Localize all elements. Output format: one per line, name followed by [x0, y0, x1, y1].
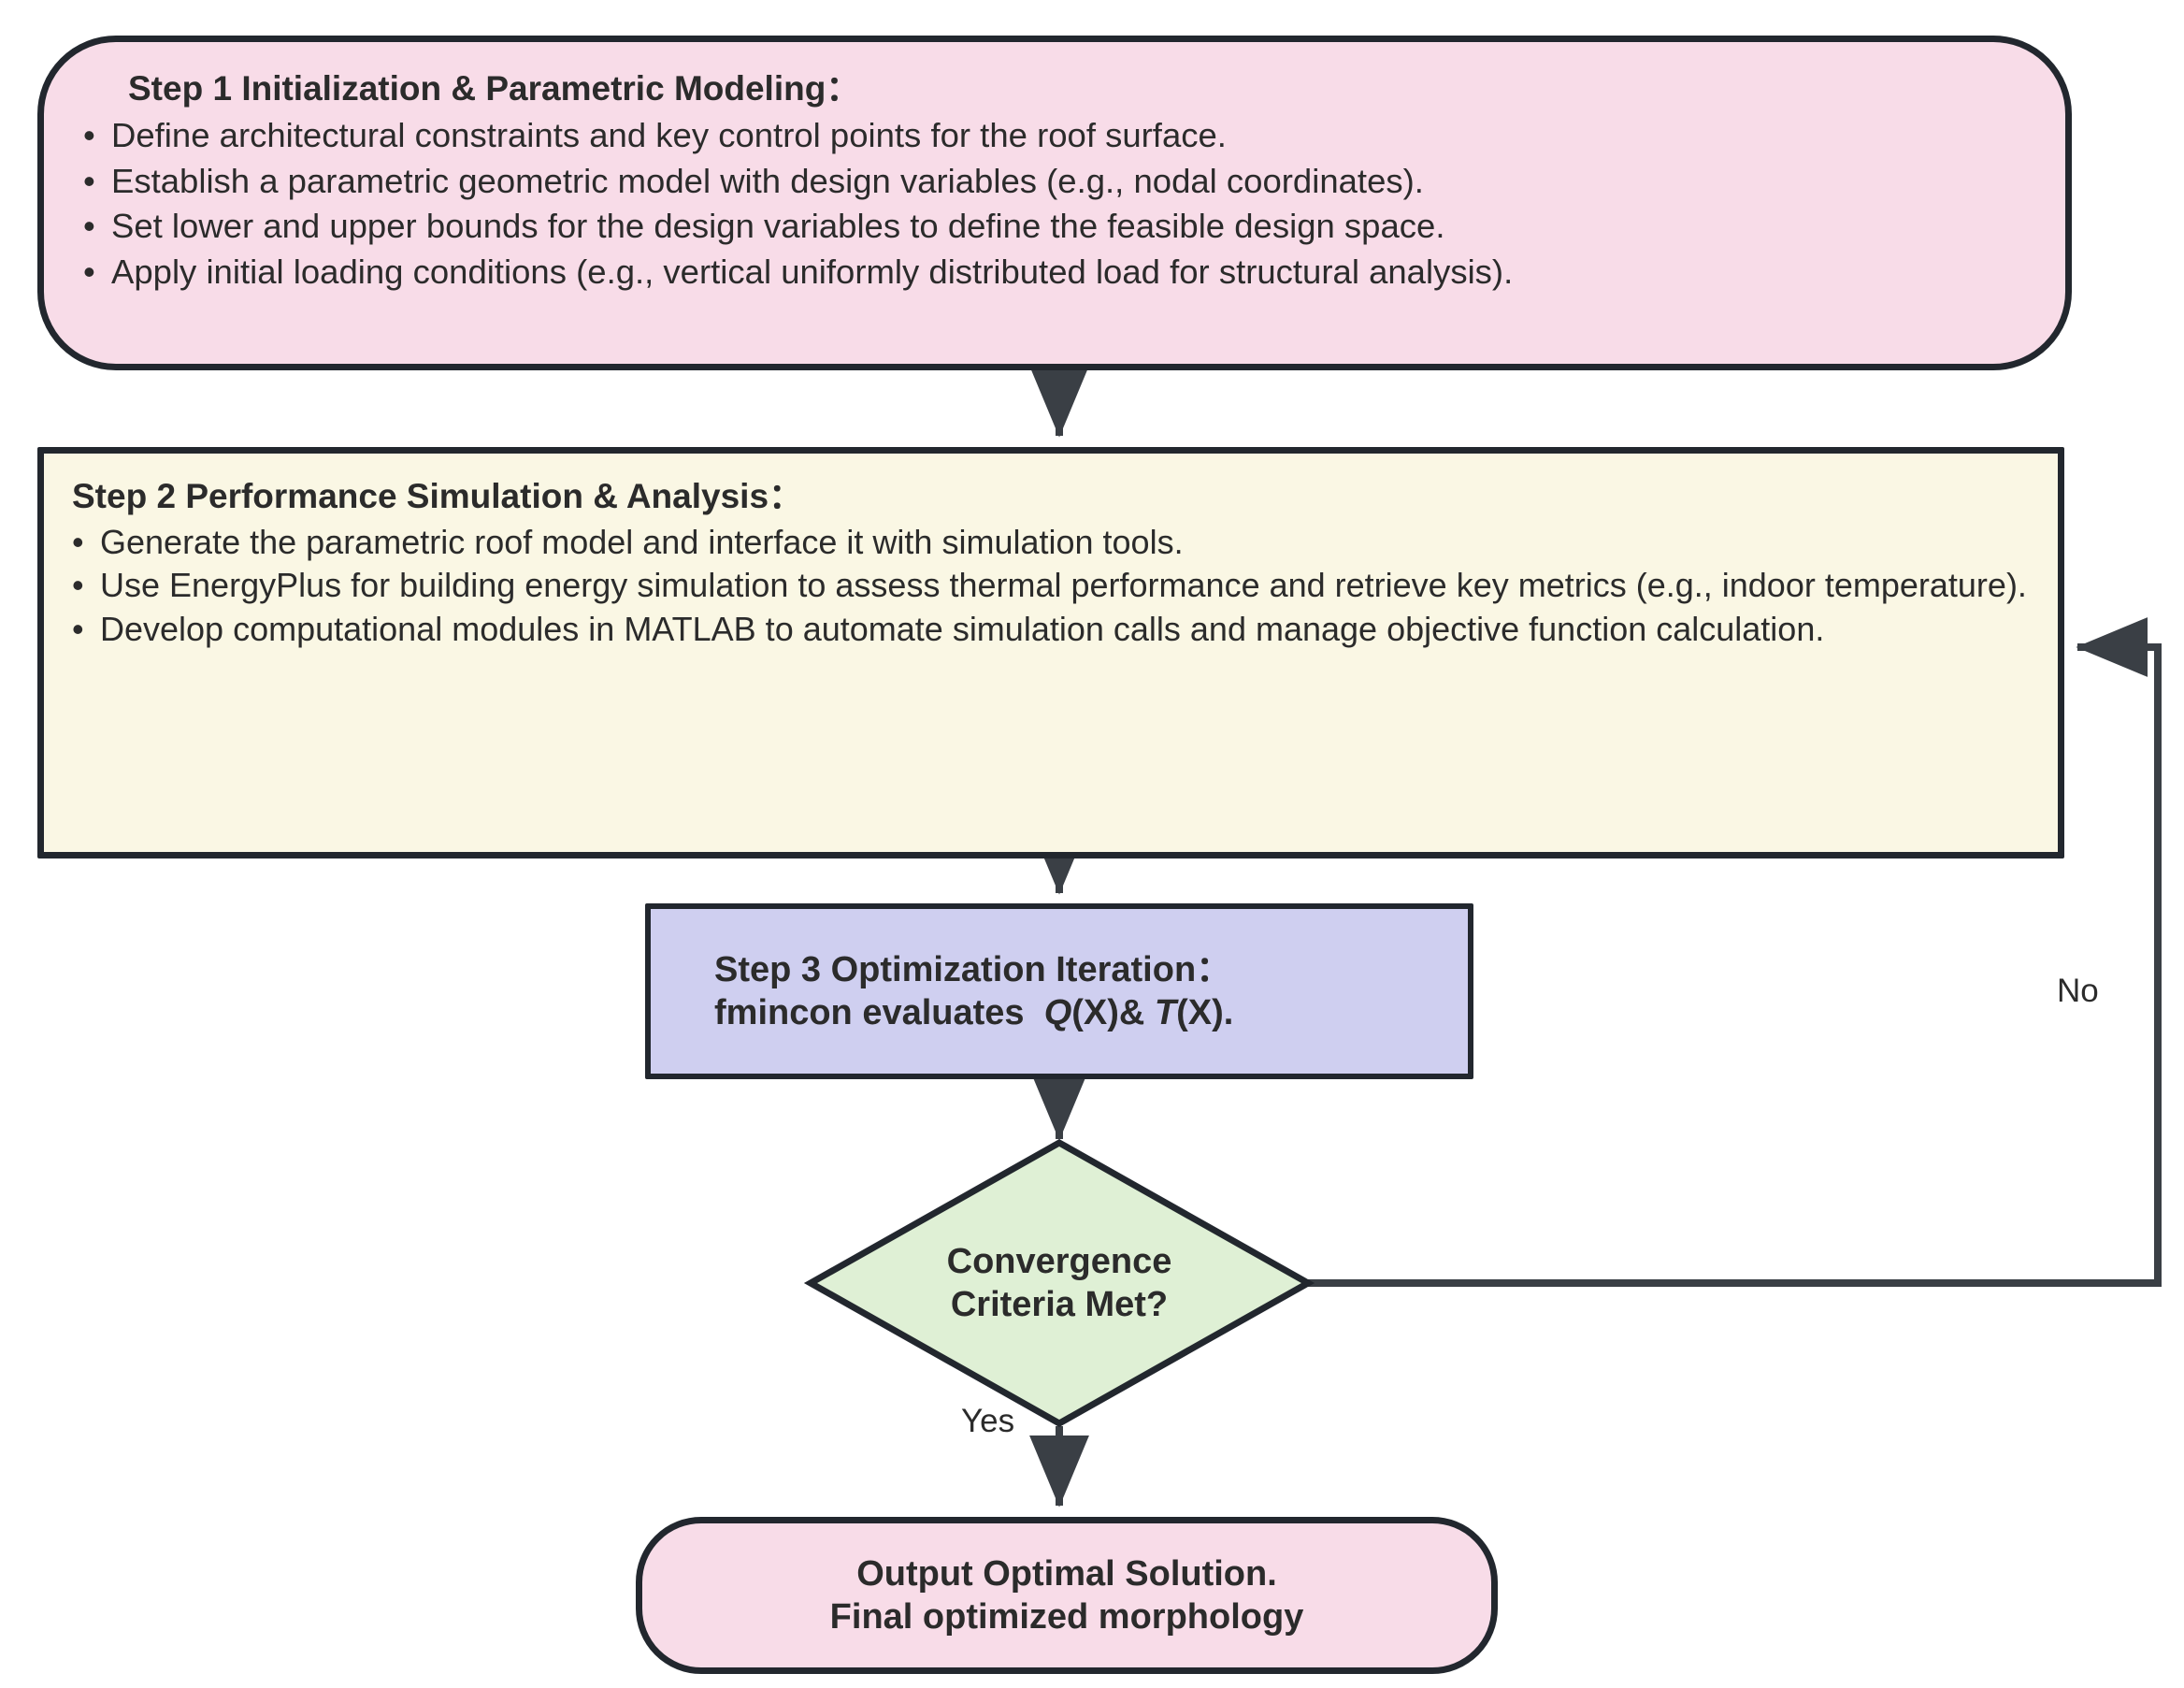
objective-q-arg: (X)& — [1071, 993, 1145, 1032]
list-item-text: Use EnergyPlus for building energy simul… — [100, 566, 2027, 605]
step3-fmincon-text: fmincon evaluates — [714, 993, 1025, 1032]
list-item-text: Set lower and upper bounds for the desig… — [111, 207, 1445, 246]
list-item: • Establish a parametric geometric model … — [83, 159, 2028, 205]
list-item-text: Establish a parametric geometric model w… — [111, 161, 1424, 200]
list-item-text: Develop computational modules in MATLAB … — [100, 610, 1825, 649]
bullet-glyph: • — [83, 252, 95, 292]
step2-title: Step 2 Performance Simulation & Analysis… — [72, 477, 804, 515]
step1-title: Step 1 Initialization & Parametric Model… — [128, 69, 861, 108]
output-line2: Final optimized morphology — [829, 1597, 1304, 1637]
bullet-glyph: • — [72, 566, 84, 605]
list-item: • Develop computational modules in MATLAB… — [72, 608, 2030, 652]
bullet-glyph: • — [72, 610, 84, 649]
list-item: • Define architectural constraints and ke… — [83, 113, 2028, 159]
objective-symbol-t: T — [1154, 993, 1177, 1032]
step3-box: Step 3 Optimization Iteration： fmincon e… — [645, 903, 1473, 1079]
list-item: • Set lower and upper bounds for the desi… — [83, 204, 2028, 250]
bullet-glyph: • — [83, 161, 95, 200]
step1-box: Step 1 Initialization & Parametric Model… — [37, 36, 2072, 370]
decision-label: Convergence Criteria Met? — [811, 1208, 1308, 1358]
list-item-text: Apply initial loading conditions (e.g., … — [111, 252, 1514, 292]
list-item: • Apply initial loading conditions (e.g.,… — [83, 250, 2028, 296]
edge-label-yes: Yes — [961, 1403, 1015, 1439]
list-item: • Generate the parametric roof model and … — [72, 521, 2030, 565]
bullet-glyph: • — [83, 207, 95, 246]
decision-line1: Convergence — [946, 1241, 1172, 1281]
step1-bullet-list: • Define architectural constraints and ke… — [83, 113, 2028, 296]
objective-t-arg: (X). — [1176, 993, 1234, 1032]
arrow-decision-no-feedback — [1308, 617, 2162, 1287]
step2-box: Step 2 Performance Simulation & Analysis… — [37, 447, 2064, 858]
list-item-text: Generate the parametric roof model and i… — [100, 522, 1184, 561]
bullet-glyph: • — [72, 522, 84, 561]
edge-label-no: No — [2057, 973, 2099, 1009]
output-line1: Output Optimal Solution. — [856, 1553, 1277, 1594]
decision-line2: Criteria Met? — [950, 1285, 1169, 1324]
list-item: • Use EnergyPlus for building energy simu… — [72, 564, 2030, 608]
step2-bullet-list: • Generate the parametric roof model and … — [72, 521, 2030, 652]
bullet-glyph: • — [83, 115, 95, 154]
step3-line1: Step 3 Optimization Iteration： — [714, 949, 1232, 989]
objective-symbol-q: Q — [1043, 993, 1072, 1032]
output-box: Output Optimal Solution. Final optimized… — [636, 1517, 1498, 1674]
list-item-text: Define architectural constraints and key… — [111, 115, 1227, 154]
step3-line2: fmincon evaluates Q(X)& T(X). — [714, 991, 1468, 1034]
decision-diamond — [803, 1138, 1315, 1428]
